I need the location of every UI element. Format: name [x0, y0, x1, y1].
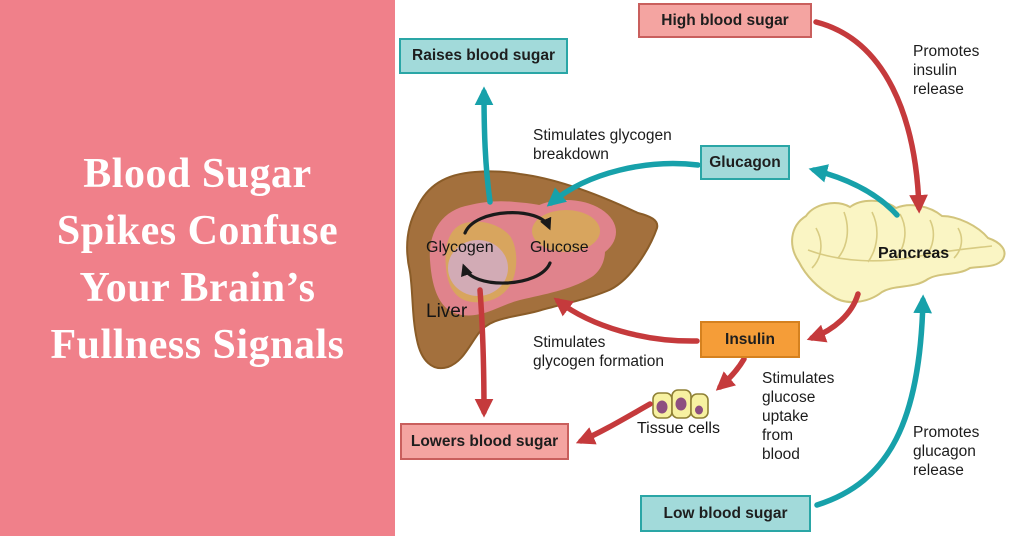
insulin-to-cells-arrow	[715, 356, 747, 391]
cell-nucleus	[656, 400, 668, 414]
red-arrows	[474, 19, 928, 445]
cell-nucleus	[695, 405, 703, 415]
cell-nucleus	[675, 397, 687, 411]
liver-to-lowers-arrow	[474, 287, 494, 418]
low-to-pancreas-arrow	[814, 294, 933, 508]
high-blood-sugar-label: High blood sugar	[661, 11, 789, 29]
pancreas-organ-label: Pancreas	[878, 245, 950, 262]
insulin-box: Insulin	[700, 321, 800, 358]
stimulates-glycogen-breakdown-note: Stimulates glycogen breakdown	[533, 127, 672, 163]
headline-text: Blood Sugar Spikes Confuse Your Brain’s …	[50, 151, 345, 368]
raises-blood-sugar-box: Raises blood sugar	[399, 38, 568, 74]
stimulates-glucose-uptake-note: Stimulates glucose uptake from blood	[762, 370, 835, 463]
stimulates-glycogen-formation-note: Stimulates glycogen formation	[533, 334, 664, 370]
high-to-pancreas-arrow	[813, 19, 928, 214]
low-blood-sugar-label: Low blood sugar	[663, 504, 788, 522]
pancreas-lobule-lines	[807, 211, 993, 269]
glucose-to-glycogen-arrow	[461, 261, 552, 285]
glucagon-label: Glucagon	[709, 153, 781, 171]
low-blood-sugar-box: Low blood sugar	[640, 495, 811, 532]
lowers-blood-sugar-label: Lowers blood sugar	[410, 432, 559, 450]
cells-to-lowers-arrow	[575, 401, 653, 445]
tissue-cells-label: Tissue cells	[637, 420, 720, 437]
glucagon-to-liver-arrow	[546, 160, 701, 207]
high-blood-sugar-box: High blood sugar	[638, 3, 812, 38]
pancreas-illustration	[791, 199, 1006, 304]
promotes-insulin-release-note: Promotes insulin release	[913, 43, 980, 98]
headline-panel: Blood Sugar Spikes Confuse Your Brain’s …	[0, 0, 395, 536]
insulin-label: Insulin	[725, 330, 775, 348]
raises-blood-sugar-label: Raises blood sugar	[412, 47, 555, 64]
pancreas-shape	[791, 199, 1006, 304]
glycogen-to-glucose-arrow	[463, 211, 552, 235]
glycogen-organ-label: Glycogen	[426, 239, 494, 256]
pancreas-to-glucagon-arrow	[808, 164, 900, 218]
glucagon-box: Glucagon	[700, 145, 790, 180]
liver-to-raises-arrow	[474, 86, 494, 205]
teal-arrows	[474, 86, 933, 508]
lowers-blood-sugar-box: Lowers blood sugar	[400, 423, 569, 460]
pancreas-to-insulin-arrow	[806, 291, 861, 343]
promotes-glucagon-release-note: Promotes glucagon release	[913, 424, 980, 479]
glucose-organ-label: Glucose	[530, 239, 589, 256]
insulin-to-liver-arrow	[553, 297, 700, 344]
glycogen-glucose-cycle	[461, 211, 552, 285]
tissue-cells-illustration	[652, 389, 709, 419]
liver-organ-label: Liver	[426, 301, 468, 322]
